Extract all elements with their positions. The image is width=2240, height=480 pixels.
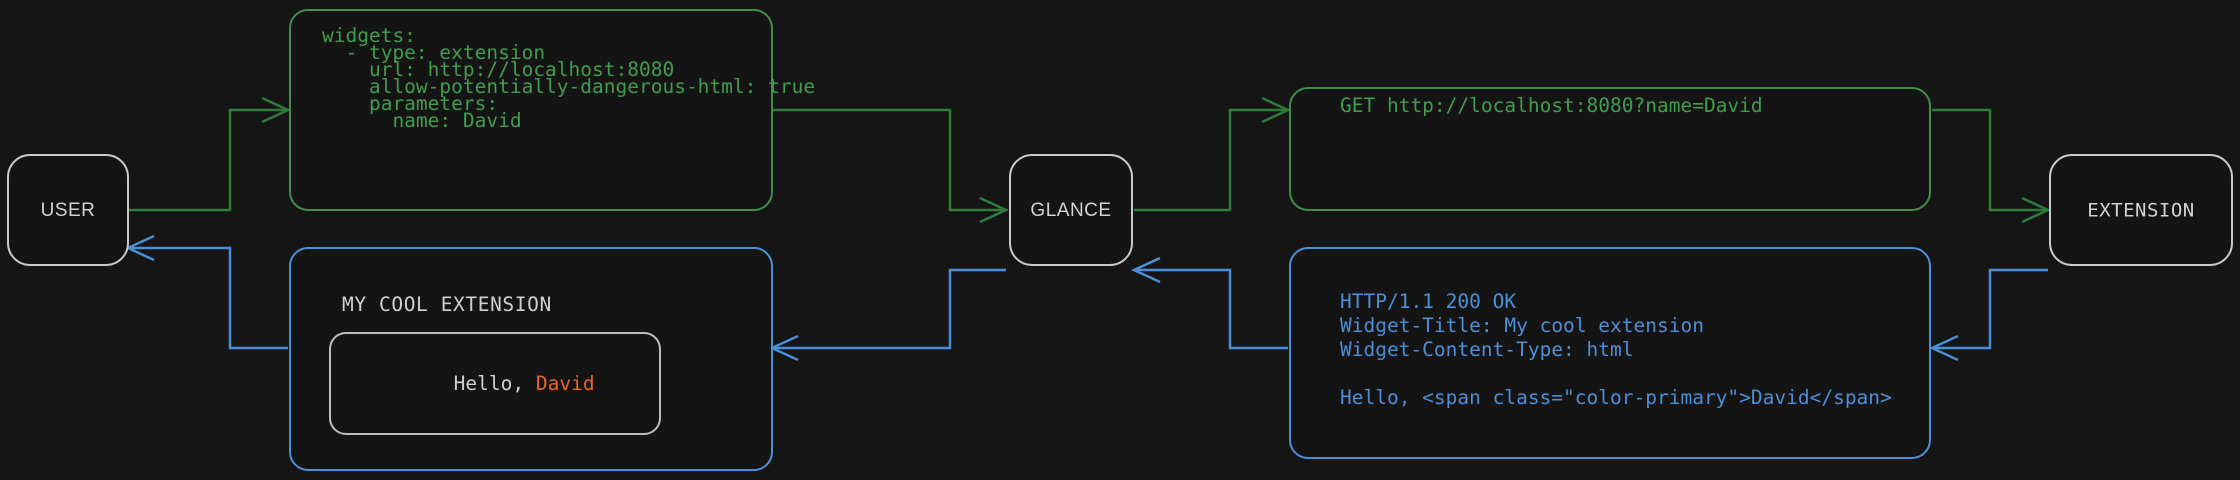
rendered-widget-body-accent: David bbox=[536, 372, 595, 395]
http-request-frame[interactable] bbox=[1289, 87, 1931, 211]
http-response-line-1: HTTP/1.1 200 OK bbox=[1340, 290, 1516, 313]
edge-extension-to-response bbox=[1929, 268, 2048, 362]
http-request-line-1: GET http://localhost:8080?name=David bbox=[1340, 94, 1763, 117]
edge-widget-to-user bbox=[125, 234, 288, 350]
edge-response-to-glance bbox=[1131, 256, 1288, 350]
edge-config-to-glance bbox=[772, 108, 1009, 224]
rendered-widget-header: MY COOL EXTENSION bbox=[342, 293, 552, 316]
node-extension-shape[interactable] bbox=[2049, 154, 2233, 266]
rendered-widget-box[interactable]: MY COOL EXTENSION Hello, David bbox=[289, 247, 773, 471]
rendered-widget-body-prefix: Hello, bbox=[454, 372, 536, 395]
config-yaml-frame[interactable] bbox=[289, 9, 773, 211]
node-user[interactable]: USER bbox=[7, 154, 129, 266]
config-yaml-line-1: widgets: bbox=[322, 24, 416, 47]
http-response-line-3: Widget-Content-Type: html bbox=[1340, 338, 1634, 361]
node-glance-label: GLANCE bbox=[1030, 200, 1111, 221]
edge-glance-to-widget bbox=[769, 268, 1006, 362]
edge-glance-to-request bbox=[1134, 96, 1291, 212]
edge-user-to-config bbox=[128, 96, 291, 212]
node-user-shape[interactable] bbox=[7, 154, 129, 266]
node-glance-shape[interactable] bbox=[1009, 154, 1133, 266]
http-request-box[interactable]: GET http://localhost:8080?name=David bbox=[1289, 87, 1931, 211]
rendered-widget-card[interactable] bbox=[329, 332, 661, 435]
http-response-frame[interactable] bbox=[1289, 247, 1931, 459]
http-response-line-2: Widget-Title: My cool extension bbox=[1340, 314, 1704, 337]
config-yaml-box[interactable]: widgets: - type: extension url: http://l… bbox=[289, 9, 815, 211]
node-extension[interactable]: EXTENSION bbox=[2049, 154, 2233, 266]
rendered-widget-body: Hello, David bbox=[348, 372, 677, 395]
config-yaml-line-4: allow-potentially-dangerous-html: true bbox=[322, 75, 815, 98]
config-yaml-line-3: url: http://localhost:8080 bbox=[322, 58, 674, 81]
node-user-label: USER bbox=[41, 200, 96, 221]
edge-request-to-extension bbox=[1932, 108, 2051, 224]
config-yaml-line-5: parameters: bbox=[322, 92, 498, 115]
node-glance[interactable]: GLANCE bbox=[1009, 154, 1133, 266]
node-extension-label: EXTENSION bbox=[2087, 200, 2194, 222]
http-response-line-5: Hello, <span class="color-primary">David… bbox=[1340, 386, 1892, 409]
config-yaml-line-2: - type: extension bbox=[322, 41, 545, 64]
config-yaml-line-6: name: David bbox=[322, 109, 522, 132]
http-response-box[interactable]: HTTP/1.1 200 OK Widget-Title: My cool ex… bbox=[1289, 247, 1931, 459]
